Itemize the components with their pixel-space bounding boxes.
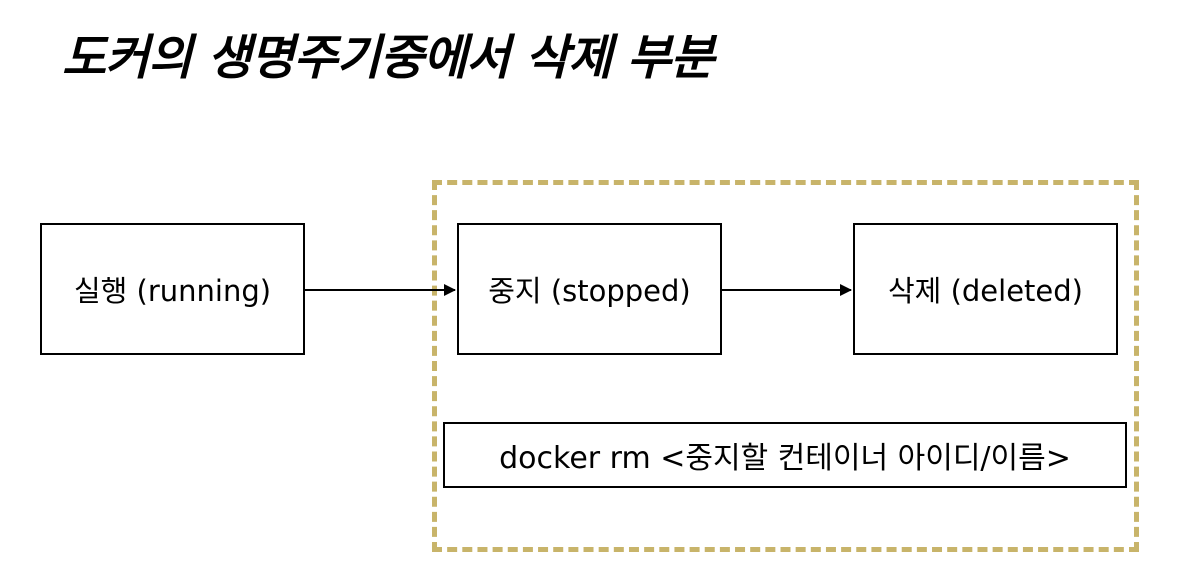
node-running-label: 실행 (running) — [73, 274, 272, 308]
docker-rm-command-box: docker rm <중지할 컨테이너 아이디/이름> — [443, 422, 1127, 488]
node-stopped: 중지 (stopped) — [457, 223, 722, 355]
docker-rm-command-text: docker rm <중지할 컨테이너 아이디/이름> — [499, 441, 1071, 476]
node-stopped-label: 중지 (stopped) — [488, 274, 691, 308]
node-deleted-label: 삭제 (deleted) — [888, 274, 1083, 308]
node-deleted: 삭제 (deleted) — [853, 223, 1118, 355]
deletion-scope-region — [432, 180, 1139, 552]
page-title: 도커의 생명주기중에서 삭제 부분 — [62, 30, 714, 86]
node-running: 실행 (running) — [40, 223, 305, 355]
